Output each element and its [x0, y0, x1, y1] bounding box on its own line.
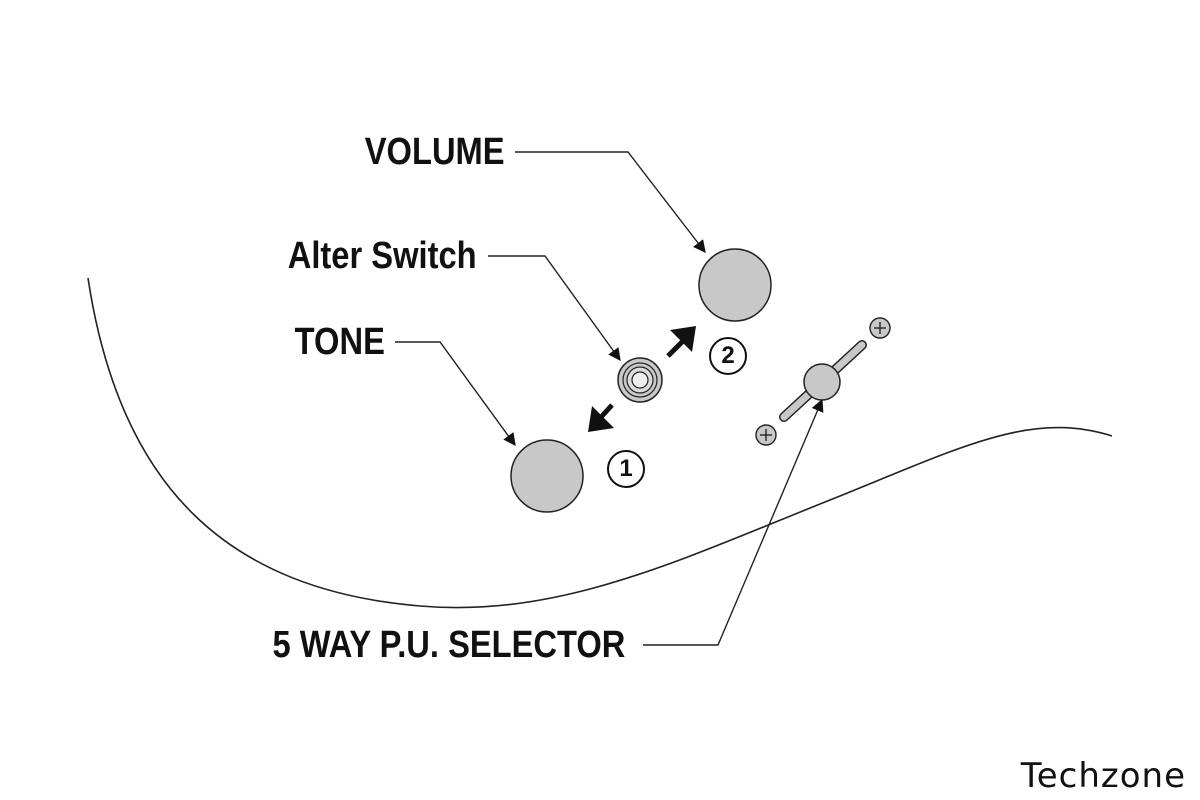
alter-switch[interactable] — [617, 357, 663, 403]
brand-logo: Techzone — [1020, 756, 1186, 796]
position-1-badge: 1 — [607, 450, 645, 488]
body-outline-curve — [87, 277, 1113, 609]
alter-switch-leader — [488, 255, 621, 362]
volume-knob[interactable] — [698, 248, 772, 322]
selector-leader — [643, 398, 824, 646]
position-2-badge: 2 — [709, 337, 747, 375]
volume-leader — [515, 151, 706, 253]
label-alter-switch: Alter Switch — [288, 235, 477, 277]
label-pickup-selector: 5 WAY P.U. SELECTOR — [272, 624, 625, 666]
tone-knob[interactable] — [510, 439, 584, 513]
arrow-position-1-icon — [588, 403, 614, 432]
pickup-selector[interactable] — [779, 340, 867, 422]
arrow-position-2-icon — [666, 326, 696, 358]
label-tone: TONE — [294, 321, 385, 363]
label-volume: VOLUME — [365, 131, 505, 173]
screw-bottom-icon — [755, 424, 777, 446]
tone-leader — [395, 341, 516, 447]
screw-top-icon — [869, 317, 891, 339]
